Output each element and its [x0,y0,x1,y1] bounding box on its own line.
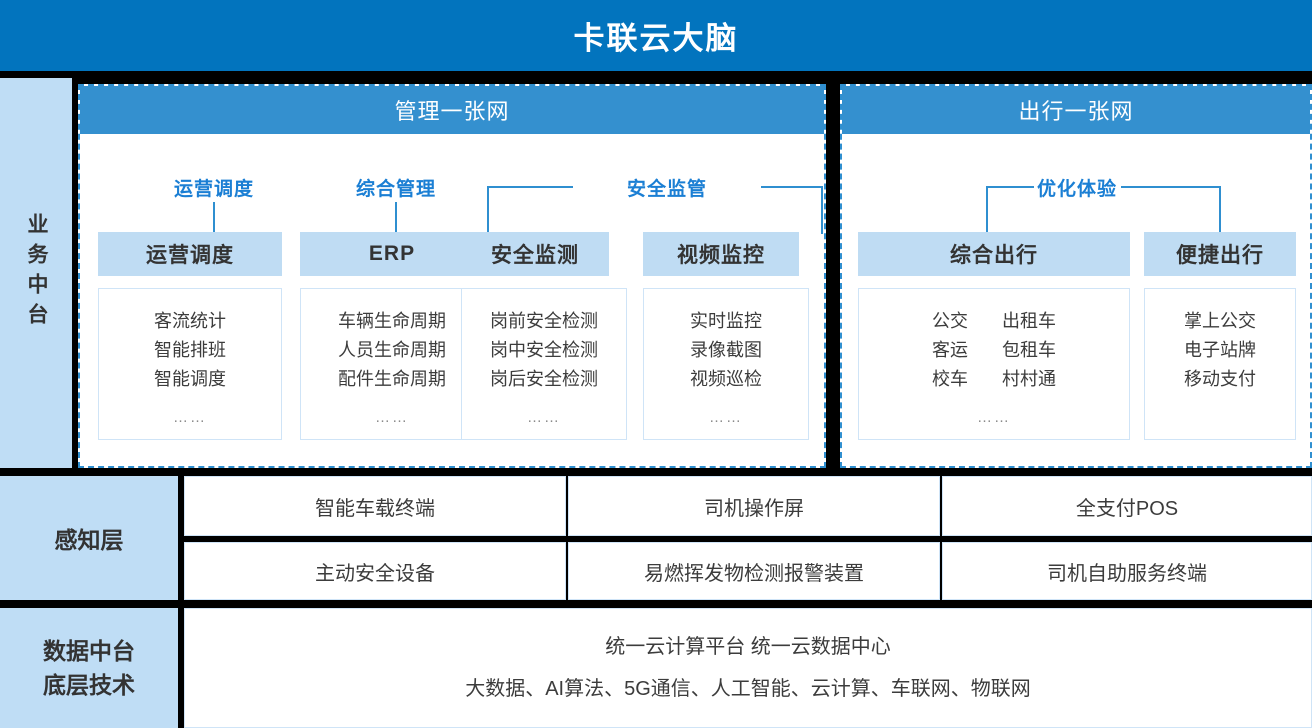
bracket-safety-left-arm [487,186,573,188]
module-chip-comprehensive-travel[interactable]: 综合出行 [858,232,1130,276]
sensing-box-active-safety-device[interactable]: 主动安全设备 [184,542,566,600]
sidebar-label-sensing: 感知层 [0,476,178,600]
panel-travel-network: 出行一张网 优化体验 综合出行 便捷出行 公交 客运 校车 [840,84,1312,468]
panel-travel-title: 出行一张网 [1018,99,1134,124]
panel-management-network: 管理一张网 运营调度 综合管理 安全监管 运营调度 ERP 安全监测 视频监控 … [78,84,826,468]
detail-item: 智能调度 [154,369,226,389]
connector-operation-dispatch [213,202,215,234]
detail-item: 人员生命周期 [338,340,446,360]
bracket-optimize-left-arm [986,186,1034,188]
bracket-safety-right-drop [821,186,823,234]
data-platform-line2: 大数据、AI算法、5G通信、人工智能、云计算、车联网、物联网 [465,678,1031,700]
sidebar-label-data-line2: 底层技术 [43,672,135,698]
sensing-box-flammable-detection-alarm[interactable]: 易燃挥发物检测报警装置 [568,542,940,600]
sidebar-label-data: 数据中台 底层技术 [0,608,178,728]
detail-column-left: 公交 客运 校车 [932,307,968,394]
detail-item: 配件生命周期 [338,369,446,389]
detail-item: 录像截图 [690,340,762,360]
bracket-optimize-right-arm [1121,186,1221,188]
sidebar-label-business-text: 业务中台 [25,213,48,333]
module-chip-video-surveillance[interactable]: 视频监控 [643,232,799,276]
detail-item: 岗前安全检测 [490,311,598,331]
detail-item: 实时监控 [690,311,762,331]
panel-management-title: 管理一张网 [394,99,510,124]
module-chip-safety-monitoring[interactable]: 安全监测 [461,232,609,276]
detail-item: 视频巡检 [690,369,762,389]
data-platform-box: 统一云计算平台 统一云数据中心 大数据、AI算法、5G通信、人工智能、云计算、车… [184,608,1312,728]
detail-item: 岗后安全检测 [490,369,598,389]
detail-item: 包租车 [1002,340,1056,360]
sensing-box-driver-operation-screen[interactable]: 司机操作屏 [568,476,940,536]
detail-two-columns: 公交 客运 校车 出租车 包租车 村村通 [932,307,1056,394]
module-detail-erp: 车辆生命周期 人员生命周期 配件生命周期 …… [300,288,484,440]
detail-item: 客运 [932,340,968,360]
detail-item: 移动支付 [1184,369,1256,389]
module-detail-video-surveillance: 实时监控 录像截图 视频巡检 …… [643,288,809,440]
sidebar-label-business: 业务中台 [0,78,72,468]
bracket-optimize-right-drop [1219,186,1221,234]
group-label-comprehensive-management: 综合管理 [355,179,436,200]
page-title: 卡联云大脑 [573,21,739,56]
detail-ellipsis: …… [173,409,207,426]
module-chip-operation-dispatch[interactable]: 运营调度 [98,232,282,276]
module-detail-safety-monitoring: 岗前安全检测 岗中安全检测 岗后安全检测 …… [461,288,627,440]
sidebar-label-sensing-text: 感知层 [54,527,124,553]
data-platform-line1: 统一云计算平台 统一云数据中心 [605,636,891,658]
sensing-box-driver-self-service-terminal[interactable]: 司机自助服务终端 [942,542,1312,600]
sidebar-label-data-line1: 数据中台 [43,638,135,664]
panel-travel-header: 出行一张网 [842,86,1310,134]
module-detail-comprehensive-travel: 公交 客运 校车 出租车 包租车 村村通 …… [858,288,1130,440]
bracket-safety-left-drop [487,186,489,234]
sensing-box-full-payment-pos[interactable]: 全支付POS [942,476,1312,536]
bracket-safety-right-arm [761,186,823,188]
sensing-box-smart-vehicle-terminal[interactable]: 智能车载终端 [184,476,566,536]
panel-travel-body: 优化体验 综合出行 便捷出行 公交 客运 校车 出租车 包租车 [842,134,1310,466]
detail-item: 岗中安全检测 [490,340,598,360]
detail-item: 公交 [932,311,968,331]
module-chip-erp[interactable]: ERP [300,232,484,276]
detail-item: 出租车 [1002,311,1056,331]
module-chip-convenient-travel[interactable]: 便捷出行 [1144,232,1296,276]
group-label-optimize-experience: 优化体验 [1036,179,1117,200]
module-detail-convenient-travel: 掌上公交 电子站牌 移动支付 [1144,288,1296,440]
detail-ellipsis: …… [709,409,743,426]
detail-item: 客流统计 [154,311,226,331]
connector-comprehensive-management [395,202,397,234]
panel-management-body: 运营调度 综合管理 安全监管 运营调度 ERP 安全监测 视频监控 客流统计 智… [80,134,824,466]
detail-ellipsis: …… [977,409,1011,426]
detail-ellipsis: …… [527,409,561,426]
bracket-optimize-left-drop [986,186,988,234]
detail-ellipsis: …… [375,409,409,426]
detail-column-right: 出租车 包租车 村村通 [1002,307,1056,394]
detail-item: 掌上公交 [1184,311,1256,331]
detail-item: 车辆生命周期 [338,311,446,331]
page-title-banner: 卡联云大脑 [0,0,1312,71]
detail-item: 智能排班 [154,340,226,360]
detail-item: 村村通 [1002,369,1056,389]
panel-management-header: 管理一张网 [80,86,824,134]
detail-item: 电子站牌 [1184,340,1256,360]
detail-item: 校车 [932,369,968,389]
group-label-safety-supervision: 安全监管 [626,179,707,200]
group-label-operation-dispatch: 运营调度 [173,179,254,200]
module-detail-operation-dispatch: 客流统计 智能排班 智能调度 …… [98,288,282,440]
